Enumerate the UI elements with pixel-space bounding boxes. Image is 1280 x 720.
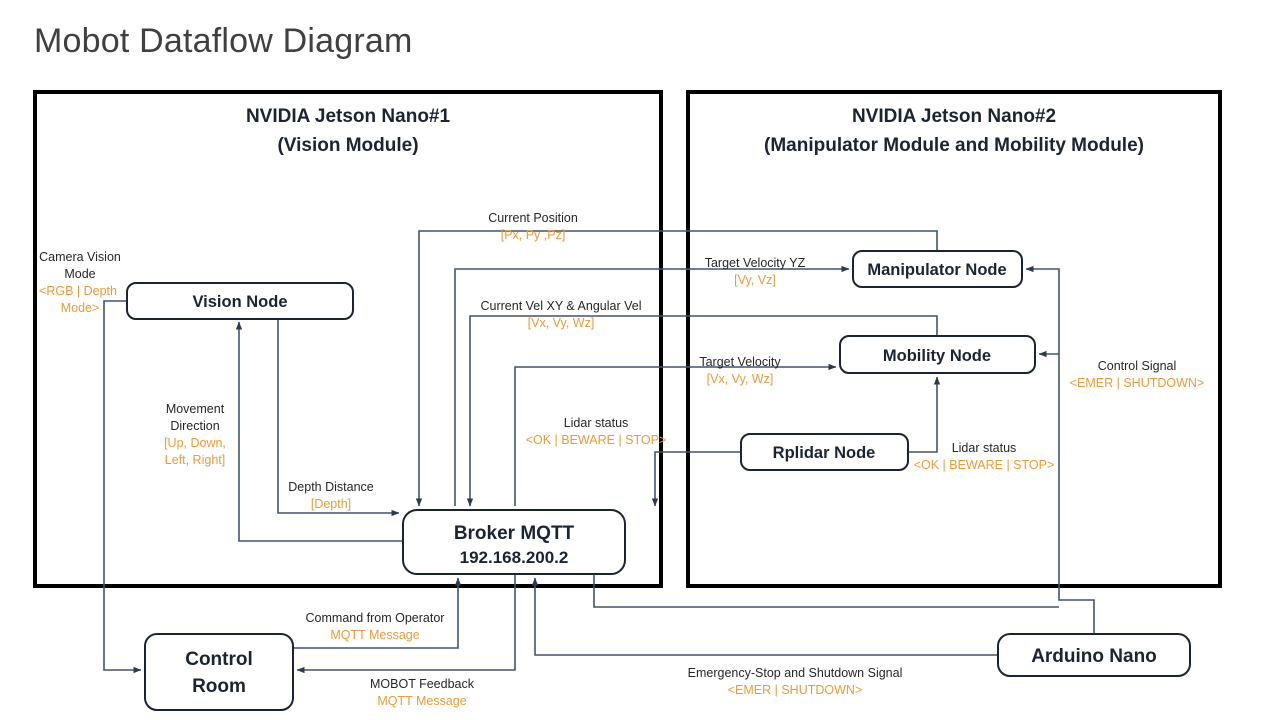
lidar-status-broker-label: Lidar status [564,416,629,430]
command-from-operator-value: MQTT Message [330,628,419,642]
group-jetson-nano-1 [33,90,663,588]
connector-depth-distance [277,319,400,517]
manipulator-node-label: Manipulator Node [867,261,1006,279]
mobot-feedback-value: MQTT Message [377,694,466,708]
depth-distance-value: [Depth] [311,497,351,511]
connector-mobot-feedback [296,574,516,674]
control-room-box[interactable] [144,633,294,711]
group-1-title-line2: (Vision Module) [277,135,418,156]
mobot-feedback-label: MOBOT Feedback [370,677,475,691]
target-velocity-yz-label: Target Velocity YZ [705,256,806,270]
control-room-label-line2: Room [192,676,246,697]
current-vel-xy-label: Current Vel XY & Angular Vel [481,299,642,313]
broker-mqtt-address: 192.168.200.2 [460,548,569,567]
connector-command-from-operator [293,577,462,649]
node-mobility-node[interactable]: Mobility Node [839,335,1036,374]
control-room-label-line1: Control [185,649,253,670]
vision-node-box[interactable] [126,282,354,320]
label-control-signal: Control Signal <EMER | SHUTDOWN> [1070,359,1205,390]
lidar-status-mobility-label: Lidar status [952,441,1017,455]
connector-lidar-status-mobility [908,376,941,453]
connector-control-signal-manipulator [1025,265,1095,634]
connector-target-velocity-yz [454,265,850,506]
page-title: Mobot Dataflow Diagram [34,22,413,60]
emergency-stop-label: Emergency-Stop and Shutdown Signal [688,666,903,680]
broker-mqtt-label: Broker MQTT [454,523,575,544]
movement-direction-line1: Movement [166,402,225,416]
rplidar-node-box[interactable] [740,433,909,471]
camera-vision-mode-value1: <RGB | Depth [39,284,117,298]
current-vel-xy-value: [Vx, Vy, Wz] [528,316,595,330]
command-from-operator-label: Command from Operator [306,611,445,625]
arduino-nano-label: Arduino Nano [1031,646,1157,667]
current-position-value: [Px, Py ,Pz] [501,228,566,242]
vision-node-label: Vision Node [192,293,287,311]
connector-current-position [415,230,938,507]
label-target-velocity: Target Velocity [Vx, Vy, Wz] [699,355,781,386]
label-camera-vision-mode: Camera Vision Mode <RGB | Depth Mode> [39,250,121,315]
mobility-node-box[interactable] [839,335,1036,374]
group-jetson-nano-2 [686,90,1222,588]
label-current-position: Current Position [Px, Py ,Pz] [488,211,578,242]
connector-lidar-status-broker [651,451,741,507]
control-signal-value: <EMER | SHUTDOWN> [1070,376,1205,390]
node-broker-mqtt[interactable]: Broker MQTT 192.168.200.2 [402,509,626,575]
connector-current-vel-xy [466,315,938,507]
target-velocity-yz-value: [Vy, Vz] [734,273,776,287]
connector-movement-direction [235,321,403,542]
group-2-title-line2: (Manipulator Module and Mobility Module) [764,135,1144,156]
connector-target-velocity [514,363,837,506]
camera-vision-mode-line1: Camera Vision [39,250,121,264]
control-signal-label: Control Signal [1098,359,1177,373]
current-position-label: Current Position [488,211,578,225]
connector-broker-to-nano2-rail [593,574,1059,608]
group-2-title-line1: NVIDIA Jetson Nano#2 [852,106,1056,127]
depth-distance-label: Depth Distance [288,480,374,494]
connector-camera-vision-mode [103,300,142,674]
camera-vision-mode-line2: Mode [64,267,95,281]
group-1-title-line1: NVIDIA Jetson Nano#1 [246,106,451,127]
node-vision-node[interactable]: Vision Node [126,282,354,320]
node-rplidar-node[interactable]: Rplidar Node [740,433,909,471]
manipulator-node-box[interactable] [852,250,1023,288]
movement-direction-line2: Direction [170,419,219,433]
target-velocity-value: [Vx, Vy, Wz] [707,372,774,386]
mobility-node-label: Mobility Node [883,347,991,365]
broker-mqtt-box[interactable] [402,509,626,575]
label-movement-direction: Movement Direction [Up, Down, Left, Righ… [164,402,226,467]
label-lidar-status-mobility: Lidar status <OK | BEWARE | STOP> [914,441,1055,472]
label-depth-distance: Depth Distance [Depth] [288,480,374,511]
camera-vision-mode-value2: Mode> [61,301,100,315]
connector-emergency-stop [531,577,998,656]
node-control-room[interactable]: Control Room [144,633,294,711]
movement-direction-value2: Left, Right] [165,453,225,467]
label-target-velocity-yz: Target Velocity YZ [Vy, Vz] [705,256,806,287]
target-velocity-label: Target Velocity [699,355,781,369]
label-lidar-status-broker: Lidar status <OK | BEWARE | STOP> [526,416,667,447]
rplidar-node-label: Rplidar Node [773,444,876,462]
lidar-status-mobility-value: <OK | BEWARE | STOP> [914,458,1055,472]
node-manipulator-node[interactable]: Manipulator Node [852,250,1023,288]
arduino-nano-box[interactable] [997,633,1191,677]
lidar-status-broker-value: <OK | BEWARE | STOP> [526,433,667,447]
node-arduino-nano[interactable]: Arduino Nano [997,633,1191,677]
label-command-from-operator: Command from Operator MQTT Message [306,611,445,642]
emergency-stop-value: <EMER | SHUTDOWN> [728,683,863,697]
movement-direction-value1: [Up, Down, [164,436,226,450]
label-mobot-feedback: MOBOT Feedback MQTT Message [370,677,475,708]
label-emergency-stop: Emergency-Stop and Shutdown Signal <EMER… [688,666,903,697]
label-current-vel-xy: Current Vel XY & Angular Vel [Vx, Vy, Wz… [481,299,642,330]
